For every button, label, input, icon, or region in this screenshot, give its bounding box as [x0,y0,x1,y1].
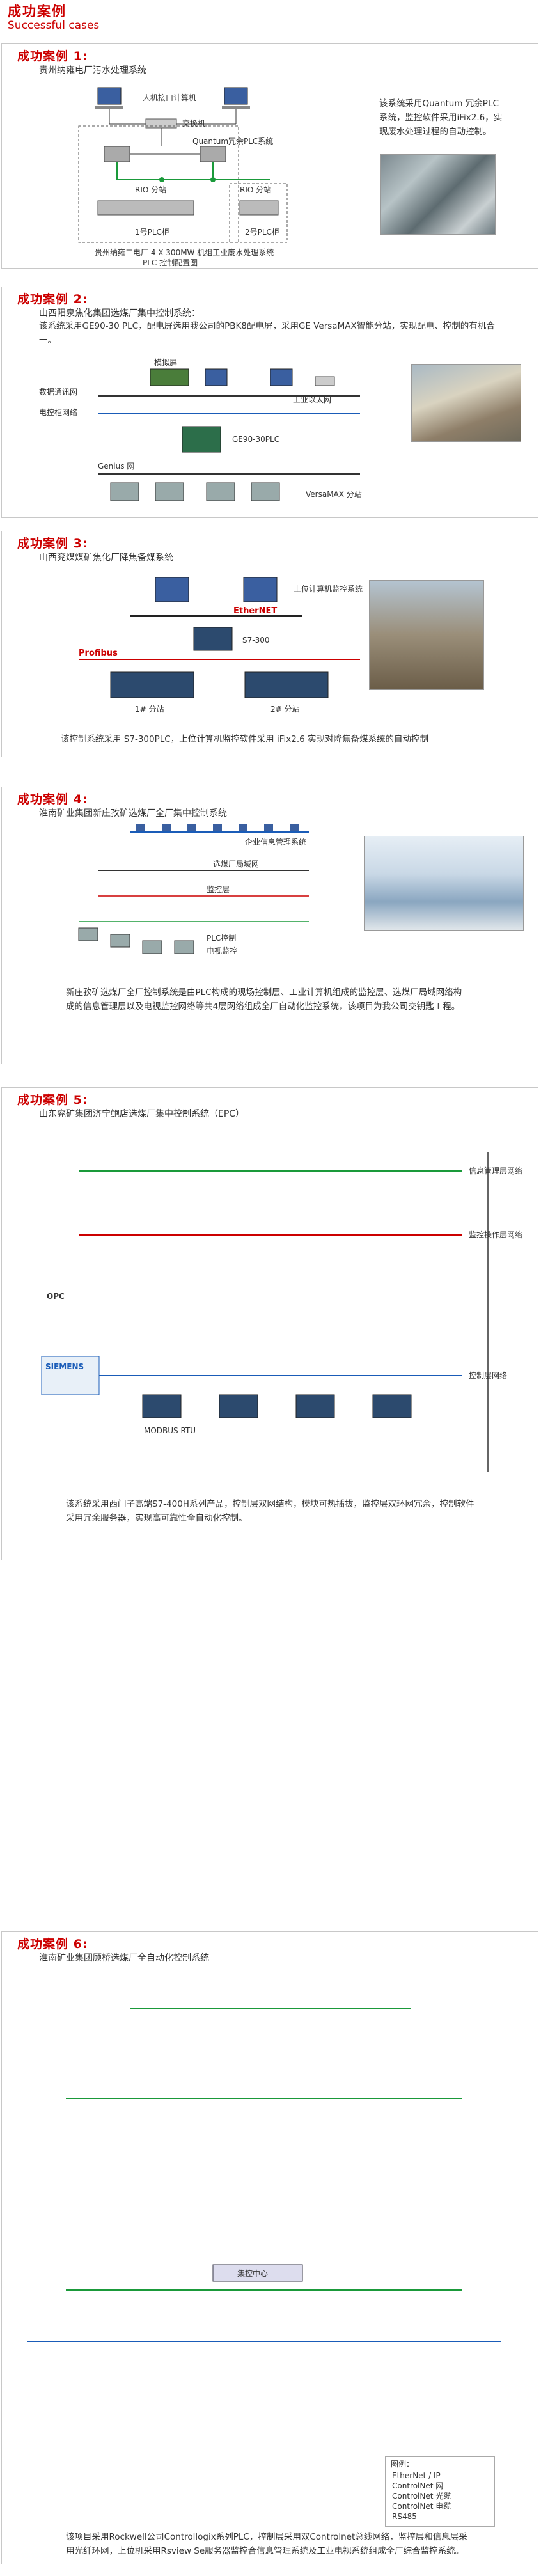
substation-2-label: 2# 分站 [270,705,300,714]
substation-1-rack [110,671,194,698]
case-6-section: 成功案例 6: 淮南矿业集团顾桥选煤厂全自动化控制系统 集控中心 图例： Eth… [1,1931,538,2564]
rio-rack-1 [97,200,194,216]
substation-1-label: 1# 分站 [135,705,164,714]
switch-device [145,118,177,129]
upper-monitor-label: 上位计算机监控系统 [294,584,363,593]
case-1-title: 成功案例 1: [17,49,88,63]
versamax-label: VersaMAX 分站 [306,490,362,499]
s7-300-label: S7-300 [242,636,270,645]
hmi-computer-left [95,87,123,109]
case-5-subtitle: 山东兖矿集团济宁鲍店选煤厂集中控制系统（EPC） [39,1109,245,1119]
case-3-section: 成功案例 3: 山西兖煤煤矿焦化厂降焦备煤系统 上位计算机监控系统 EtherN… [1,531,538,757]
switch-label: 交换机 [182,118,205,128]
case-6-title: 成功案例 6: [17,1937,88,1951]
case-6-subtitle: 淮南矿业集团顾桥选煤厂全自动化控制系统 [39,1953,209,1963]
case-1-subtitle: 贵州纳雍电厂污水处理系统 [39,65,146,75]
lan-label: 选煤厂局域网 [213,860,259,868]
hmi-label: 人机接口计算机 [143,93,196,102]
legend-title: 图例： [391,2460,414,2469]
case-3-subtitle: 山西兖煤煤矿焦化厂降焦备煤系统 [39,553,173,563]
case-1-description: 该系统采用Quantum 冗余PLC系统，监控软件采用iFix2.6，实现废水处… [379,98,503,137]
legend-box [385,2456,495,2527]
upper-computer-1 [155,577,189,602]
case-2-diagram: 模拟屏 工业以太网 数据通讯网 电控柜网络 GE90-30PLC Genius … [39,358,362,501]
legend-item-3: ControlNet 电缆 [392,2502,451,2511]
monitor-layer-label: 监控操作层网络 [469,1230,522,1239]
upper-computer-2 [243,577,278,602]
modbus-rtu-label: MODBUS RTU [144,1426,196,1435]
workstation-1 [205,368,228,386]
case-5-description: 该系统采用西门子高端S7-400H系列产品，控制层双网结构，模块可热插拔，监控层… [66,1499,474,1523]
case-1-diagram: 人机接口计算机 交换机 Quantum冗余PLC系统 RIO 分站 RIO 分站… [78,87,288,267]
case-2-subtitle: 山西阳泉焦化集团选煤厂集中控制系统： [39,308,200,318]
rio-1-label: RIO 分站 [135,185,166,194]
rio-rack-2 [239,200,279,216]
case-4-subtitle: 淮南矿业集团新庄孜矿选煤厂全厂集中控制系统 [39,808,227,819]
hmi-computer-right [222,87,250,109]
case-5-title: 成功案例 5: [17,1093,88,1107]
case-4-photo [364,836,524,931]
case-2-photo [411,364,521,442]
case-2-section: 成功案例 2: 山西阳泉焦化集团选煤厂集中控制系统： 该系统采用GE90-30 … [1,287,538,518]
ethernet-label: EtherNET [233,606,277,616]
page-title: 成功案例 [8,4,67,19]
industrial-ethernet-label: 工业以太网 [293,395,331,404]
case-5-section: 成功案例 5: 山东兖矿集团济宁鲍店选煤厂集中控制系统（EPC） 信息管理层网络… [1,1087,538,1560]
plc-rack-right [200,146,226,162]
case-3-title: 成功案例 3: [17,537,88,551]
simulation-screen-label: 模拟屏 [154,358,177,367]
siemens-box [41,1356,100,1395]
plc-cabinet-2-label: 2号PLC柜 [245,228,279,237]
case-3-diagram: 上位计算机监控系统 EtherNET S7-300 Profibus 1# 分站… [79,577,363,714]
genius-label: Genius 网 [98,462,134,471]
page-header: 成功案例 Successful cases [0,0,541,37]
case-6-diagram: 集控中心 图例： EtherNet / IP ControlNet 网 Cont… [27,2008,501,2527]
legend-item-4: RS485 [392,2512,417,2521]
case-2-title: 成功案例 2: [17,292,88,306]
data-link-label: 数据通讯网 [39,387,77,397]
case-6-description: 该项目采用Rockwell公司Controllogix系列PLC，控制层采用双C… [66,2532,467,2556]
case-2-description: 该系统采用GE90-30 PLC，配电屏选用我公司的PBK8配电屏，采用GE V… [39,321,495,345]
case-4-description: 新庄孜矿选煤厂全厂控制系统是由PLC构成的现场控制层、工业计算机组成的监控层、选… [66,987,462,1012]
legend-item-2: ControlNet 光缆 [392,2492,451,2501]
substation-2-rack [244,671,329,698]
workstation-2 [270,368,293,386]
ge90-plc-label: GE90-30PLC [232,435,279,444]
case-4-section: 成功案例 4: 淮南矿业集团新庄孜矿选煤厂全厂集中控制系统 企业信息管理系统 选… [1,787,538,1064]
case-1-caption-line2: PLC 控制配置图 [143,258,198,267]
rio-2-label: RIO 分站 [240,185,271,194]
field-control-label: PLC控制 [207,934,236,943]
control-net-label: 电控柜网络 [39,407,77,417]
siemens-label: SIEMENS [45,1362,84,1371]
case-1-section: 成功案例 1: 贵州纳雍电厂污水处理系统 人机接口计算机 交换机 Quantum… [1,43,538,269]
case-4-diagram: 企业信息管理系统 选煤厂局域网 监控层 PLC控制 电视监控 [78,824,309,955]
plc-cabinet-2 [229,183,288,243]
plc-cabinet-1-label: 1号PLC柜 [135,228,169,237]
video-monitor-label: 电视监控 [207,946,237,955]
page-subtitle: Successful cases [8,19,100,32]
plc-rack-left [104,146,130,162]
mgmt-system-label: 企业信息管理系统 [245,837,306,847]
legend-item-1: ControlNet 网 [392,2481,443,2490]
case-5-diagram: 信息管理层网络 监控操作层网络 控制层网络 OPC SIEMENS MODBUS… [41,1152,522,1472]
case-4-title: 成功案例 4: [17,792,88,806]
profibus-label: Profibus [79,648,118,658]
monitor-layer-label: 监控层 [207,885,230,894]
case-1-photo [380,154,496,235]
s7-300-rack [193,627,233,651]
mgmt-layer-label: 信息管理层网络 [469,1166,522,1175]
quantum-plc-label: Quantum冗余PLC系统 [192,136,273,146]
plc-cabinet-1 [78,125,239,243]
simulation-screen [150,368,189,386]
legend-item-0: EtherNet / IP [392,2471,441,2480]
case-3-photo [369,580,484,690]
central-control [212,2264,303,2282]
opc-label: OPC [47,1292,65,1301]
case-1-caption-line1: 贵州纳雍二电厂 4 X 300MW 机组工业废水处理系统 [95,247,274,257]
central-control-label: 集控中心 [237,2268,268,2278]
printer [315,376,335,386]
ge90-plc-rack [182,426,221,453]
case-3-description: 该控制系统采用 S7-300PLC，上位计算机监控软件采用 iFix2.6 实现… [61,734,429,744]
